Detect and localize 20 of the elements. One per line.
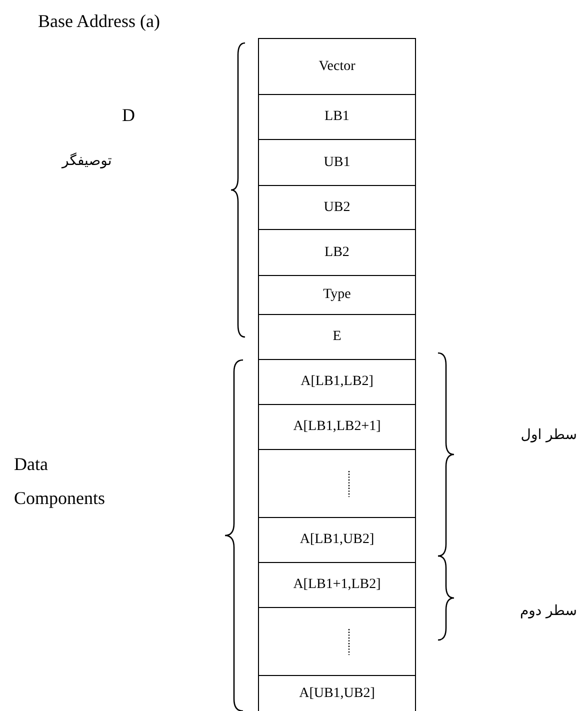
memory-cell: UB2 — [258, 185, 416, 230]
memory-cell: LB2 — [258, 229, 416, 276]
memory-cell: A[UB1,UB2] — [258, 675, 416, 711]
annotation-label: D — [122, 104, 135, 126]
memory-cell: A[LB1,LB2+1] — [258, 404, 416, 450]
annotation-label: سطر دوم — [520, 602, 577, 621]
memory-cell: LB1 — [258, 94, 416, 140]
memory-cell: A[LB1,LB2] — [258, 359, 416, 405]
memory-cell — [258, 607, 416, 676]
annotation-label: Data Components — [14, 453, 106, 510]
memory-cell: A[LB1,UB2] — [258, 517, 416, 563]
memory-cell — [258, 449, 416, 518]
memory-cell: A[LB1+1,LB2] — [258, 562, 416, 608]
annotation-label: Base Address (a) — [38, 10, 160, 32]
annotation-label: توصیفگر — [62, 152, 112, 171]
memory-cell: E — [258, 314, 416, 360]
memory-cell: Type — [258, 275, 416, 315]
memory-cell: Vector — [258, 38, 416, 95]
memory-cell: UB1 — [258, 139, 416, 186]
annotation-label: سطر اول — [520, 426, 577, 445]
